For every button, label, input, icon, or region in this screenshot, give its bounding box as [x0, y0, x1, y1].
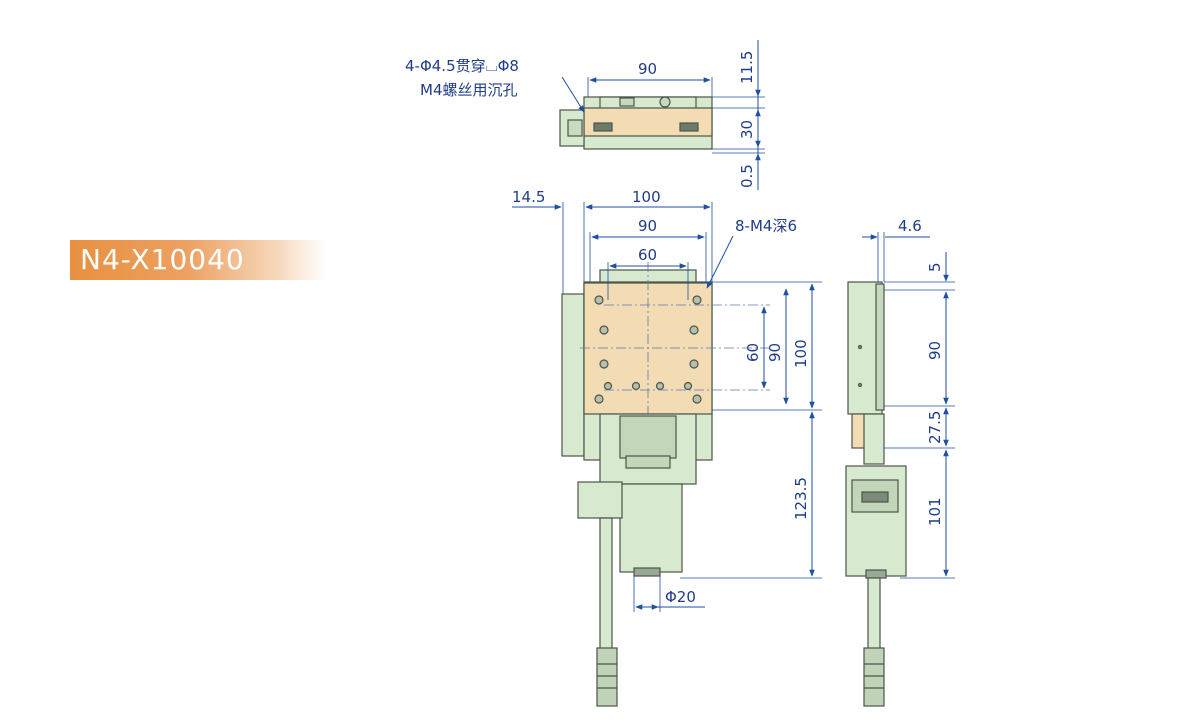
front-view-coupling-base: [625, 455, 671, 469]
dim-top-90: 90: [638, 60, 657, 78]
model-label: N4-X10040: [70, 240, 326, 280]
front-view-cable-plug: [596, 647, 618, 707]
front-view: 14.5 100 90 60 8-M4深6 60 90 100 123.5: [512, 188, 822, 707]
side-view-bracket: [863, 413, 885, 465]
callout-tapped-holes: 8-M4深6: [735, 217, 797, 235]
dim-top-30: 30: [738, 120, 756, 139]
top-view-clip-left: [619, 97, 635, 107]
front-view-shaft: [633, 567, 661, 577]
dim-front-100: 100: [632, 188, 661, 206]
top-view-table: [583, 107, 713, 137]
dim-side-4-6: 4.6: [898, 217, 922, 235]
top-view-clip-right: [659, 96, 671, 108]
front-view-connector-box: [577, 481, 623, 519]
front-view-side-rail: [561, 293, 585, 457]
dim-side-vert-101: 101: [926, 497, 944, 526]
dim-front-60: 60: [638, 246, 657, 264]
side-view-table-edge: [875, 283, 885, 411]
dim-side-vert-90: 90: [926, 341, 944, 360]
dim-front-dia-20: Φ20: [665, 588, 696, 606]
side-view-cable-plug: [863, 647, 885, 707]
side-view-shaft: [865, 569, 887, 579]
front-view-motor: [619, 483, 683, 573]
dim-front-vert-90: 90: [766, 343, 784, 362]
dim-front-vert-60: 60: [744, 343, 762, 362]
callout-through-hole: 4-Φ4.5贯穿⌴Φ8: [405, 57, 519, 75]
dim-side-vert-5: 5: [926, 262, 944, 272]
top-view-knob-detail: [567, 119, 583, 137]
dim-top-0-5: 0.5: [738, 164, 756, 188]
top-view-carriage: [599, 96, 697, 110]
top-view: 90 11.5 30 0.5 4-Φ4.5贯穿⌴Φ8 M4螺丝用沉孔: [405, 40, 765, 190]
dim-front-90: 90: [638, 217, 657, 235]
side-view-cable: [867, 577, 881, 651]
top-view-slot-left: [593, 122, 613, 132]
dim-front-14-5: 14.5: [512, 188, 545, 206]
side-view: 4.6 5 90 27.5 101: [845, 217, 955, 707]
top-view-slot-right: [679, 122, 699, 132]
dim-top-11-5: 11.5: [738, 51, 756, 84]
dim-side-vert-27-5: 27.5: [926, 411, 944, 444]
callout-counterbore: M4螺丝用沉孔: [420, 81, 518, 99]
front-view-cable: [599, 517, 613, 651]
side-view-motor-slot: [861, 491, 889, 503]
front-view-coupling: [619, 415, 677, 459]
dim-front-vert-123-5: 123.5: [792, 477, 810, 520]
dim-front-vert-100: 100: [792, 339, 810, 368]
front-view-holes: [594, 295, 702, 404]
